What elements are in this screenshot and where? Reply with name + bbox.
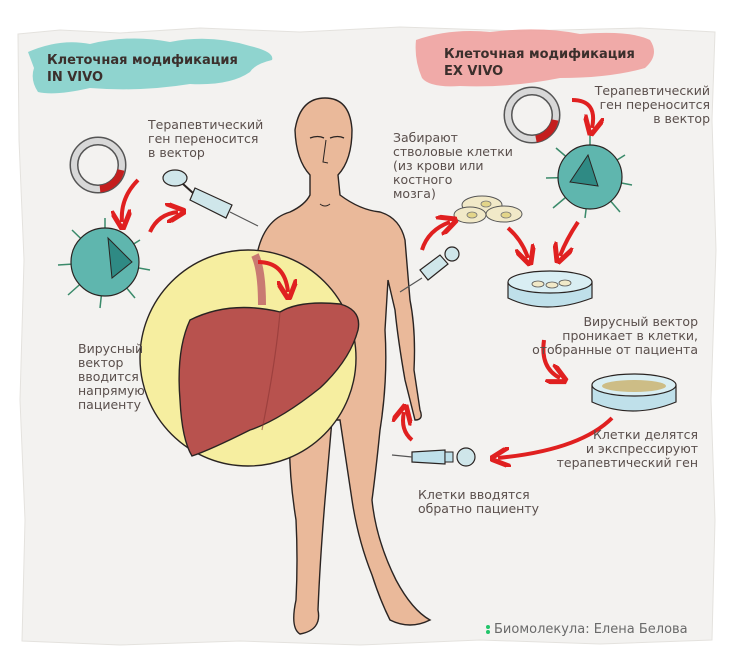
arrow-cells-to-dish [506,226,528,258]
ex-vivo-harvest-label: Забирают стволовые клетки (из крови или … [393,131,513,201]
in-vivo-injection-label: Вирусный вектор вводится напрямую пациен… [78,342,145,412]
in-vivo-virus-icon [57,218,151,309]
label-line: отобранные от пациента [532,342,698,357]
label-line: ген переносится [599,97,710,112]
arrow-dish-to-expansion [541,339,560,378]
label-line: Вирусный вектор [583,314,698,329]
ex-vivo-gene-transfer-label: Терапевтический ген переносится в вектор [590,84,710,126]
in-vivo-title: Клеточная модификация IN VIVO [47,52,238,86]
label-line: костного [393,172,453,187]
petri-dish-icon [507,270,593,308]
arrow-plasmid-to-virus [122,178,140,222]
arrow-to-liver [257,260,288,292]
label-line: Терапевтический [594,83,710,98]
label-line: в вектор [148,145,205,160]
in-vivo-title-line2: IN VIVO [47,70,104,85]
ex-vivo-expansion-label: Клетки делятся и экспрессируют терапевти… [540,428,698,470]
expansion-petri-dish-icon [591,373,677,412]
label-line: вводится [78,369,139,384]
label-line: Забирают [393,130,458,145]
label-line: в вектор [653,111,710,126]
arrow-virus-to-dish [560,220,580,256]
harvest-syringe-icon [399,246,460,293]
label-line: терапевтический ген [556,455,698,470]
label-line: и экспрессируют [585,441,698,456]
stem-cells-icon [453,195,523,224]
label-line: ген переносится [148,131,259,146]
in-vivo-plasmid-icon [69,136,127,194]
arrow-syringe-to-body [403,412,412,442]
arrow-plasmid-to-virus-ex [571,98,593,128]
label-line: Клетки делятся [593,427,698,442]
label-line: мозга) [393,186,436,201]
reinfusion-syringe-icon [391,447,476,467]
ex-vivo-title-line2: EX VIVO [444,64,504,79]
in-vivo-syringe-icon [162,169,259,227]
ex-vivo-virus-icon [545,135,633,219]
label-line: Вирусный [78,341,144,356]
label-line: стволовые клетки [393,144,513,159]
credit-text: Биомолекула: Елена Белова [494,622,688,637]
in-vivo-gene-transfer-label: Терапевтический ген переносится в вектор [148,118,263,160]
liver-highlight [139,249,360,467]
label-line: вектор [78,355,124,370]
label-line: обратно пациенту [418,501,540,516]
label-line: Клетки вводятся [418,487,530,502]
label-line: проникает в клетки, [562,328,698,343]
label-line: пациенту [78,397,142,412]
credit: Биомолекула: Елена Белова [486,622,688,637]
arrow-expansion-to-syringe [498,416,614,458]
ex-vivo-title-line1: Клеточная модификация [444,47,635,62]
ex-vivo-reinfusion-label: Клетки вводятся обратно пациенту [418,488,539,516]
ex-vivo-title: Клеточная модификация EX VIVO [444,46,635,80]
label-line: напрямую [78,383,145,398]
label-line: (из крови или [393,158,484,173]
arrow-virus-to-syringe [148,212,178,233]
credit-logo-icon [486,624,490,635]
label-line: Терапевтический [148,117,264,132]
arrow-body-to-cells [420,222,450,251]
in-vivo-title-line1: Клеточная модификация [47,53,238,68]
ex-vivo-plasmid-icon [503,86,561,144]
ex-vivo-transduction-label: Вирусный вектор проникает в клетки, отоб… [530,315,698,357]
